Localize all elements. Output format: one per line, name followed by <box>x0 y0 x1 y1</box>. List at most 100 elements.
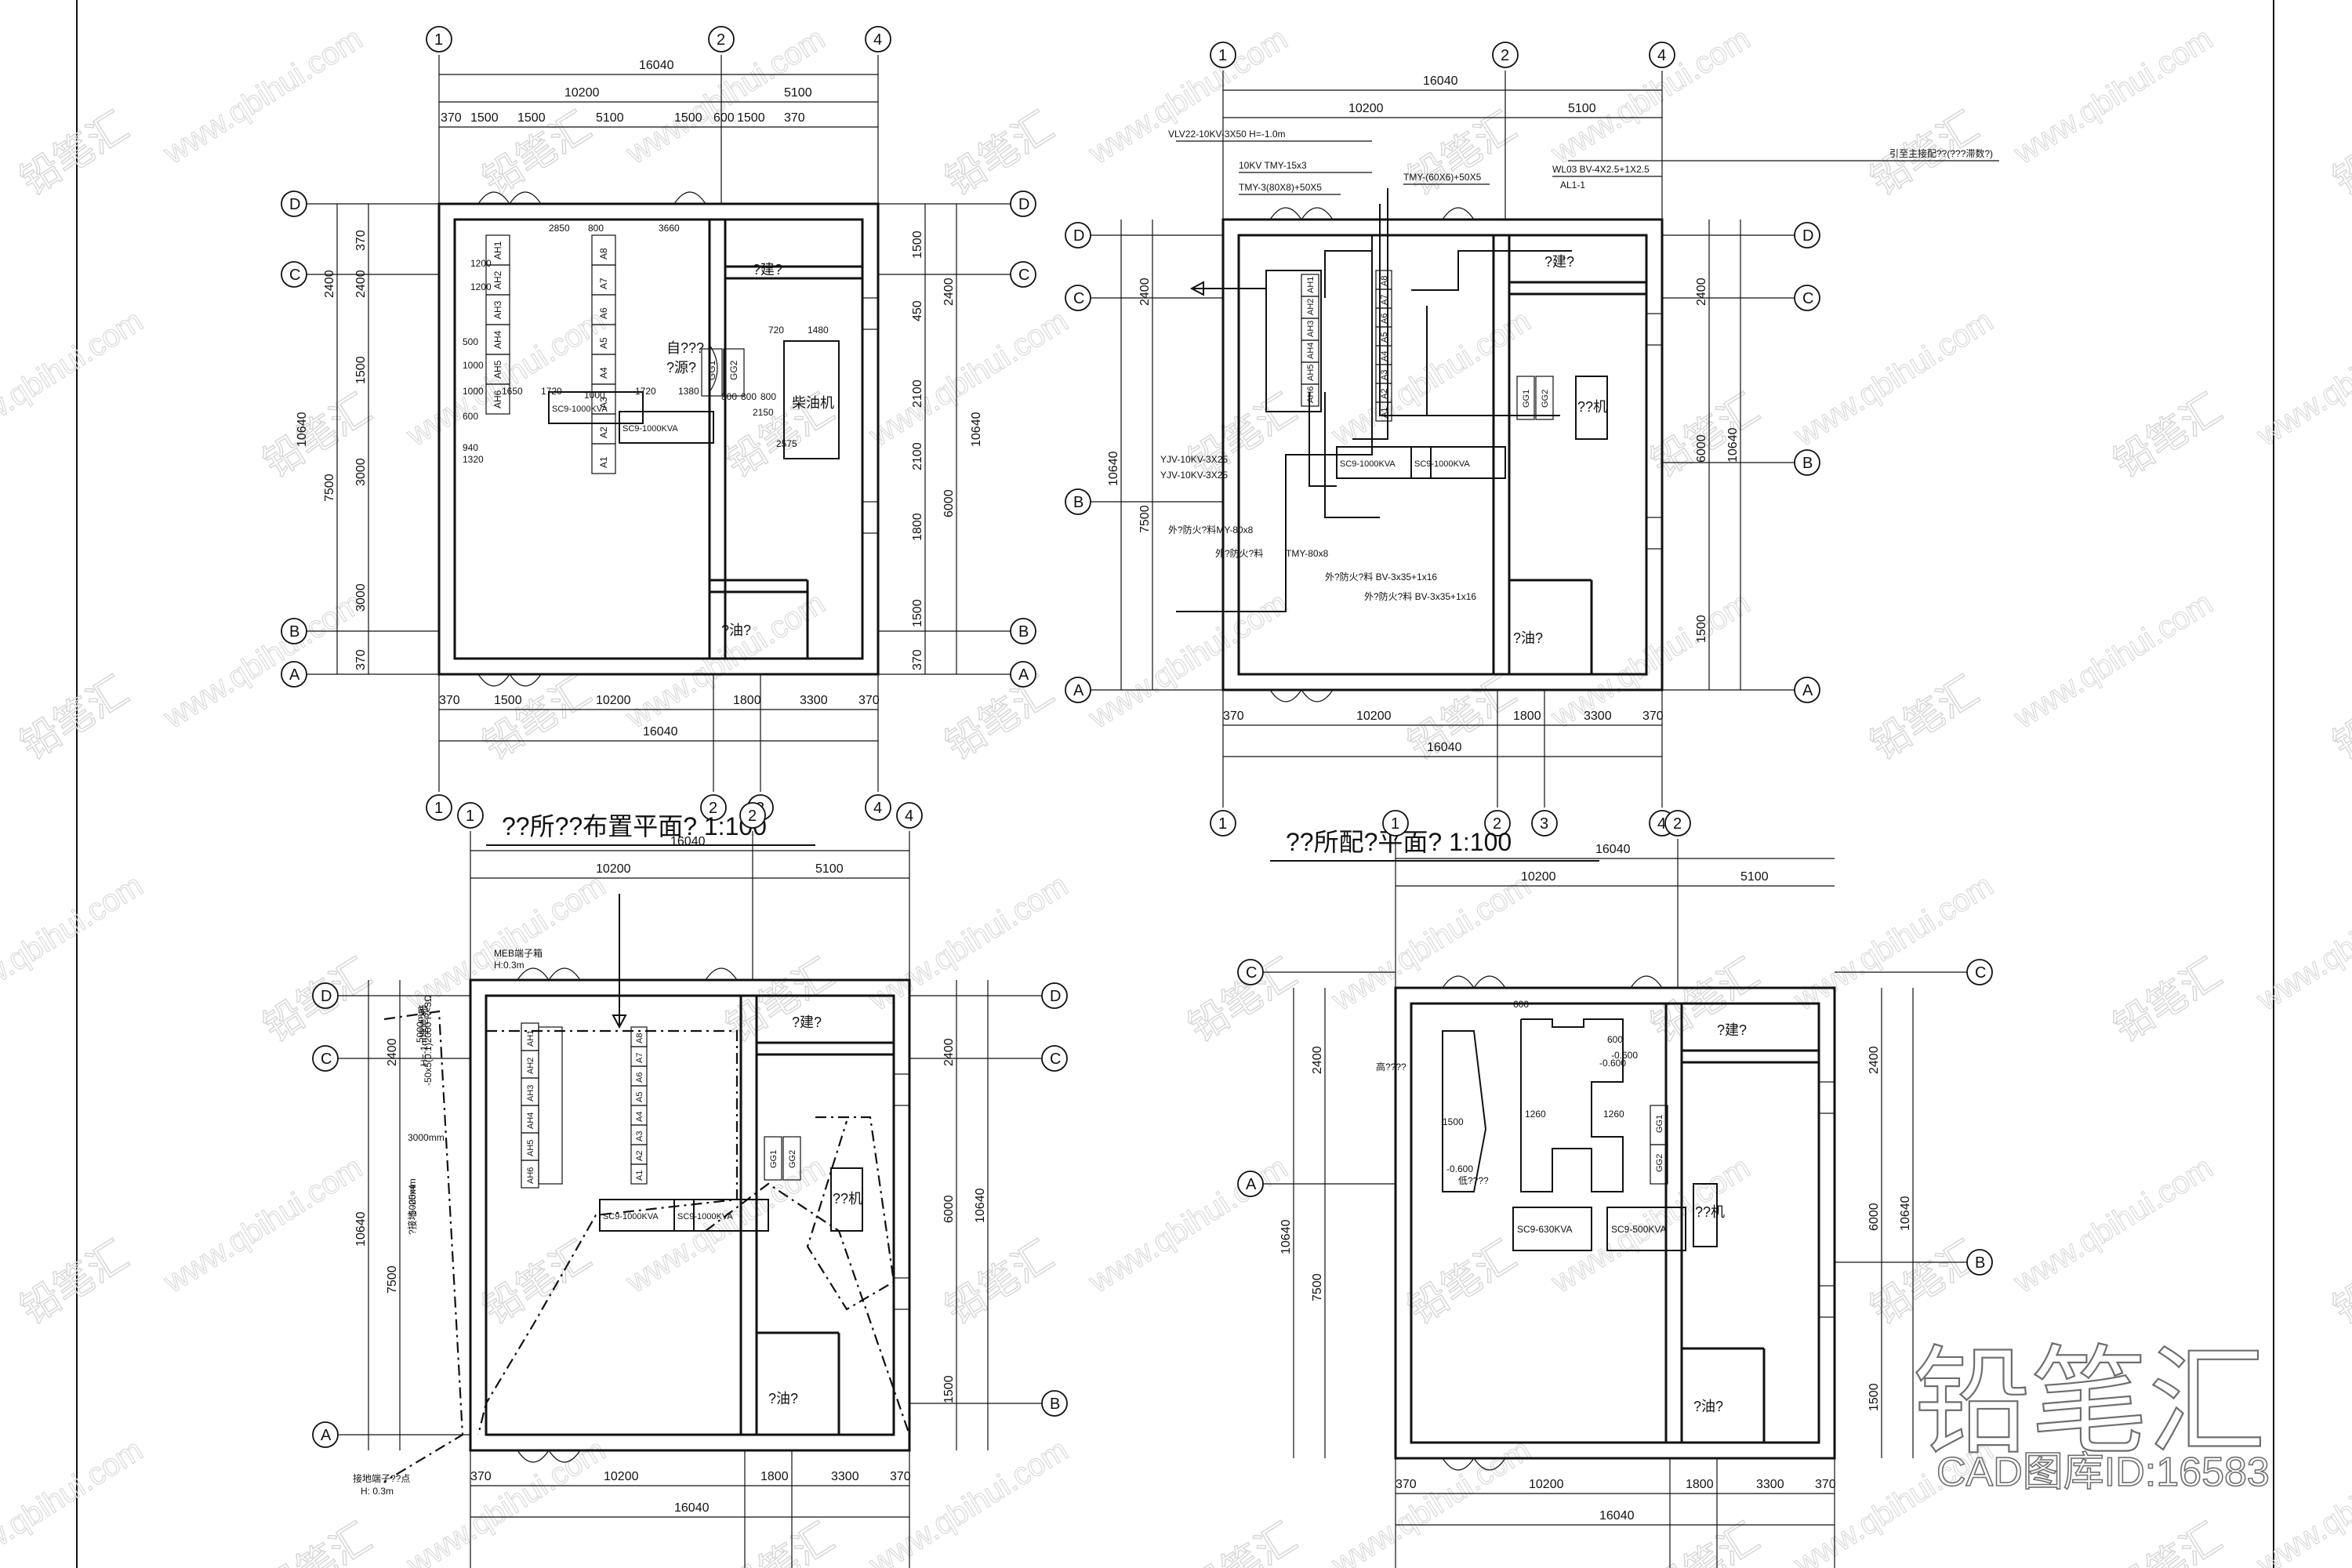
axis-bubble-left-circle <box>1065 285 1091 311</box>
room-label-top-right: ?建? <box>1544 254 1574 270</box>
switchgear-panel-label: AH3 <box>492 300 503 319</box>
cable-annotation: 外?防火?料MY-80x8 <box>1168 524 1254 535</box>
gg-label: GG2 <box>788 1150 797 1168</box>
switchgear-panel-label: AH6 <box>526 1167 535 1184</box>
dim-top-sub: 600 <box>713 111 735 125</box>
dim-bottom: 370 <box>1642 710 1664 723</box>
axis-bubble-top-circle <box>865 26 891 53</box>
axis-bubble-top-circle <box>1664 810 1691 837</box>
dim-left: 2400 <box>354 270 368 298</box>
watermark-brand: 铅笔汇 <box>475 668 598 768</box>
switchgear-panel-label: AH2 <box>1306 299 1316 315</box>
dim-bottom: 370 <box>1223 710 1244 723</box>
axis-bubble-left: B <box>1073 494 1083 511</box>
watermark-brand: 铅笔汇 <box>938 103 1061 203</box>
grounding-note: MEB端子箱 <box>494 947 543 959</box>
axis-bubble-right: D <box>1802 227 1813 245</box>
door-top-mid <box>1442 207 1475 220</box>
watermark-brand: 铅笔汇 <box>1400 668 1523 768</box>
trench-note: 600 <box>1607 1034 1623 1045</box>
dim-bottom: 1500 <box>494 694 522 707</box>
cable-annotation: VLV22-10KV-3X50 H=-1.0m <box>1168 129 1286 140</box>
watermark-url: www.qbihui.com <box>401 303 612 453</box>
transformer-label: SC9-1000KVA <box>552 405 608 414</box>
axis-bubble-right: C <box>1018 267 1029 284</box>
watermark-url: www.qbihui.com <box>158 21 368 171</box>
inner-dimension: 3660 <box>659 223 680 234</box>
switchgear-panel-label: A8 <box>598 248 609 260</box>
axis-bubble-top-circle <box>426 26 452 53</box>
dim-right: 6000 <box>942 489 956 517</box>
axis-bubble-top: 2 <box>748 808 757 825</box>
watermark-url: www.qbihui.com <box>620 1150 831 1300</box>
gg-label: GG1 <box>1522 390 1531 408</box>
door-bottom-left <box>477 673 542 687</box>
lv-trench <box>1520 1018 1624 1192</box>
dim-right: 2400 <box>942 1038 956 1066</box>
arrow-head <box>1189 281 1204 296</box>
switchgear-panel-label: AH4 <box>1306 343 1316 359</box>
dim-bottom: 1800 <box>1686 1478 1714 1491</box>
axis-bubble-bottom-circle <box>865 794 891 821</box>
transformer-label-2: SC9-500KVA <box>1611 1224 1666 1235</box>
dim-right: 1500 <box>1867 1383 1881 1411</box>
building-outer-wall <box>469 978 911 1452</box>
watermark-url: www.qbihui.com <box>1788 868 1999 1018</box>
switchgear-panel-label: AH3 <box>1306 321 1316 337</box>
dim-left: 7500 <box>386 1265 399 1294</box>
axis-bubble-bottom: 2 <box>1493 815 1501 833</box>
watermark-brand: 铅笔汇 <box>2106 1515 2229 1568</box>
dim-right: 6000 <box>1695 434 1708 463</box>
axis-bubble-right-circle <box>1010 618 1036 644</box>
inner-dimension: 1200 <box>470 258 492 269</box>
dim-right: 370 <box>911 649 924 670</box>
dim-bottom: 10200 <box>1356 710 1392 723</box>
inner-dimension: 1000 <box>584 390 605 401</box>
watermark-url: www.qbihui.com <box>863 1432 1074 1568</box>
axis-bubble-right: B <box>1802 455 1813 472</box>
transformer-1 <box>1512 1207 1592 1251</box>
dim-bottom: 370 <box>1396 1478 1417 1491</box>
switchgear-panel-label: AH3 <box>526 1085 535 1102</box>
room-label-generator: 柴油机 <box>792 395 834 411</box>
axis-bubble-top: 4 <box>905 808 913 825</box>
dim-total-bottom: 16040 <box>1427 741 1462 754</box>
inner-dimension: 1000 <box>463 386 484 397</box>
room-label-auto: 自??? <box>666 340 704 356</box>
dim-right: 450 <box>911 300 924 321</box>
dim-total-bottom: 16040 <box>674 1501 710 1515</box>
switchgear-panel-label: A6 <box>598 307 609 319</box>
dim-top-a: 10200 <box>564 86 600 100</box>
axis-bubble-right-circle <box>1010 661 1036 688</box>
switchgear-panel-label: AH1 <box>526 1030 535 1047</box>
axis-bubble-left-circle <box>281 661 307 688</box>
watermark-url: www.qbihui.com <box>1326 303 1537 453</box>
gg-panel <box>1535 376 1554 420</box>
dim-right: 2400 <box>1867 1046 1881 1074</box>
axis-bubble-left-circle <box>1237 1171 1264 1197</box>
axis-bubble-right-circle <box>1010 191 1036 217</box>
watermark-url: www.qbihui.com <box>1083 1150 1294 1300</box>
dim-top-b: 5100 <box>784 86 812 100</box>
axis-bubble-top: 1 <box>434 31 443 49</box>
switchgear-panel-label: A3 <box>635 1131 644 1142</box>
dim-top-b: 5100 <box>1568 102 1596 115</box>
switchgear-panel-label: AH2 <box>526 1058 535 1074</box>
inner-dimension: 1320 <box>463 454 484 465</box>
window-right-1 <box>862 297 879 330</box>
axis-bubble-right-circle <box>1794 449 1820 476</box>
transformer <box>673 1199 769 1232</box>
dim-right: 6000 <box>942 1195 956 1223</box>
axis-bubble-bottom-circle <box>1531 810 1558 837</box>
cable-annotation: WL03 BV-4X2.5+1X2.5 <box>1552 164 1650 175</box>
trench-note: 600 <box>1513 999 1529 1010</box>
busbar-run-3 <box>1352 188 1388 440</box>
ground-ring-right <box>705 1182 911 1436</box>
axis-bubble-right-circle <box>1794 285 1820 311</box>
watermark-url: www.qbihui.com <box>2008 21 2219 171</box>
dim-right: 2100 <box>911 379 924 408</box>
cad-id-label: CAD图库ID:16583 <box>1936 1450 2270 1495</box>
watermark-brand: 铅笔汇 <box>1181 1515 1304 1568</box>
axis-bubble-top-circle <box>1492 42 1519 68</box>
